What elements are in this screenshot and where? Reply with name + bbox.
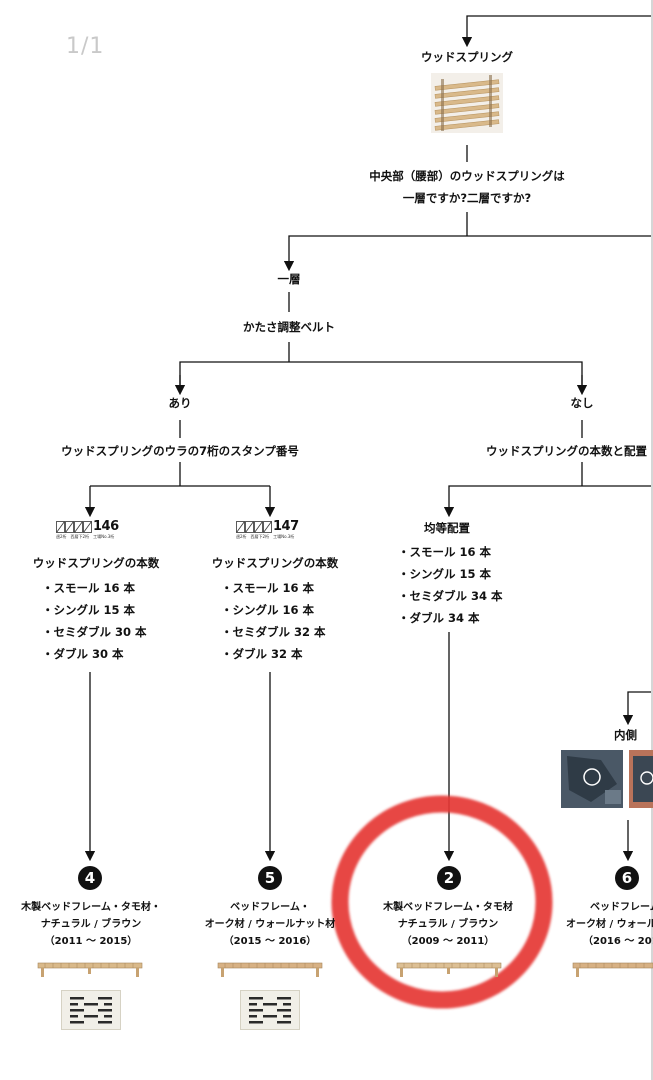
layer-one-label: 一層 [277,272,301,286]
stamp-147-title: ウッドスプリングの本数 [211,556,339,570]
even-title: 均等配置 [424,521,470,535]
even-item: ・ダブル 34 本 [398,611,480,625]
stamp-sublabel: 週2桁 西暦下2桁 工場No.3桁 [236,534,295,539]
stamp-146-item: ・スモール 16 本 [42,581,136,595]
inner-photo-2 [629,750,653,808]
bed-frame-image [572,962,653,977]
result-badge: 5 [258,866,282,890]
result-line: （2016 ～ 201 [583,936,653,947]
result-line: 木製ベッドフレーム・タモ材・ [21,902,161,913]
wood-spring-photo [431,73,503,133]
page-counter: 1/1 [66,34,105,59]
stamp-146-item: ・シングル 15 本 [42,603,136,617]
bed-frame-image [396,962,502,977]
root-question-line-2: 一層ですか?二層ですか? [402,191,532,205]
even-item: ・スモール 16 本 [398,545,492,559]
stamp-boxes-icon [56,521,92,533]
stamp-147-item: ・セミダブル 32 本 [221,625,326,639]
root-label: ウッドスプリング [421,50,513,64]
result-line: （2015 ～ 2016） [223,936,317,947]
count-question: ウッドスプリングの本数と配置 [486,444,647,458]
page-edge [651,0,653,1080]
slat-layout-thumbnail [61,990,121,1030]
stamp-146-item: ・セミダブル 30 本 [42,625,147,639]
root-question-line-1: 中央部（腰部）のウッドスプリングは [369,169,565,183]
stamp-147-item: ・シングル 16 本 [221,603,315,617]
inner-photo-1 [561,750,623,808]
result-line: ベッドフレーム・ [230,902,310,913]
stamp-146-title: ウッドスプリングの本数 [32,556,160,570]
inner-label: 内側 [614,728,637,742]
result-badge: 2 [437,866,461,890]
result-line: ナチュラル / ブラウン [40,919,142,930]
stamp-147-item: ・ダブル 32 本 [221,647,303,661]
stamp-147: 147 週2桁 西暦下2桁 工場No.3桁 [236,519,308,539]
slat-layout-thumbnail [240,990,300,1030]
connector-to-even [443,485,653,518]
connector-top [461,15,653,48]
stamp-146: 146 週2桁 西暦下2桁 工場No.3桁 [56,519,128,539]
highlight-circle [331,795,553,1009]
belt-question: かたさ調整ベルト [243,320,335,334]
result-badge: 6 [615,866,639,890]
stamp-sublabel: 週2桁 西暦下2桁 工場No.3桁 [56,534,115,539]
bed-frame-image [217,962,323,977]
connector-belt-branches [179,361,583,390]
result-line: ナチュラル / ブラウン [397,919,499,930]
stamp-146-item: ・ダブル 30 本 [42,647,124,661]
connector-to-layer-one [283,235,653,272]
result-line: 木製ベッドフレーム・タモ材 [383,902,513,913]
stamp-number: 146 [93,519,119,534]
stamp-boxes-icon [236,521,272,533]
result-line: オーク材 / ウォールナット材 [204,919,336,930]
even-item: ・シングル 15 本 [398,567,492,581]
belt-yes-label: あり [168,396,192,410]
stamp-147-item: ・スモール 16 本 [221,581,315,595]
result-line: ベッドフレーム [590,902,653,913]
result-badge: 4 [78,866,102,890]
bed-frame-image [37,962,143,977]
stamp-question: ウッドスプリングのウラの7桁のスタンプ番号 [61,444,299,458]
result-line: オーク材 / ウォール [566,919,653,930]
result-line: （2011 ～ 2015） [44,936,138,947]
result-line: （2009 ～ 2011） [401,936,495,947]
connector-to-inner [622,691,653,726]
even-item: ・セミダブル 34 本 [398,589,503,603]
stamp-number: 147 [273,519,299,534]
belt-no-label: なし [570,396,594,410]
